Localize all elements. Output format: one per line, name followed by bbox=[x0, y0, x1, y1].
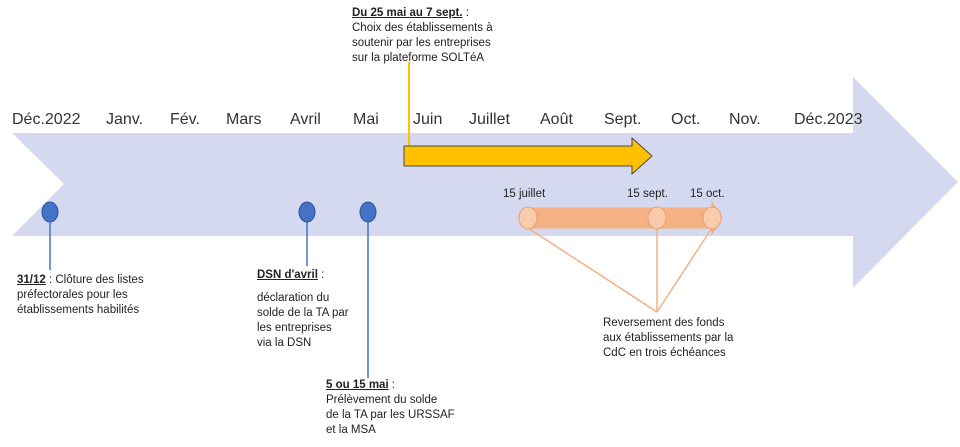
milestone-mai-line2: de la TA par les URSSAF bbox=[326, 409, 455, 421]
month-label-oct: Oct. bbox=[671, 111, 701, 128]
month-label-juin: Juin bbox=[413, 111, 443, 128]
payment-line-3 bbox=[656, 227, 713, 313]
milestone-avril-sep: : bbox=[317, 269, 325, 281]
month-label-aout: Août bbox=[540, 111, 573, 128]
campaign-line3: sur la plateforme SOLTéA bbox=[352, 52, 485, 64]
milestone-avril-line1: déclaration du bbox=[257, 292, 330, 304]
campaign-arrow bbox=[403, 136, 653, 176]
milestone-dec-line2: établissements habilités bbox=[17, 304, 140, 316]
month-label-avril: Avril bbox=[290, 111, 321, 128]
milestone-avril-line3: les entreprises bbox=[257, 322, 332, 334]
payment-date-oct: 15 oct. bbox=[690, 188, 725, 200]
month-label-janv: Janv. bbox=[106, 111, 144, 128]
month-label-dec2023: Déc.2023 bbox=[794, 111, 863, 128]
campaign-sep: : bbox=[462, 7, 469, 19]
payment-line3: CdC en trois échéances bbox=[603, 347, 726, 359]
payment-date-juillet: 15 juillet bbox=[503, 188, 546, 200]
campaign-line1: Choix des établissements à bbox=[352, 22, 493, 34]
payment-dot-oct bbox=[702, 206, 722, 230]
milestone-avril-head: DSN d'avril bbox=[257, 269, 318, 281]
milestone-avril-line2: solde de la TA par bbox=[257, 307, 349, 319]
month-label-fev: Fév. bbox=[170, 111, 200, 128]
timeline-band-arrow bbox=[12, 77, 958, 288]
month-label-mars: Mars bbox=[226, 111, 262, 128]
campaign-note: Du 25 mai au 7 sept. : Choix des établis… bbox=[352, 6, 562, 66]
milestone-dec-line1: préfectorales pour les bbox=[17, 289, 128, 301]
milestone-note-dec: 31/12 : Clôture des listes préfectorales… bbox=[17, 273, 197, 318]
month-label-sept: Sept. bbox=[604, 111, 642, 128]
payment-dot-juillet bbox=[518, 206, 538, 230]
payment-date-sept: 15 sept. bbox=[627, 188, 668, 200]
month-label-dec2022: Déc.2022 bbox=[12, 111, 81, 128]
milestone-note-avril: DSN d'avril : déclaration du solde de la… bbox=[257, 268, 387, 351]
campaign-head: Du 25 mai au 7 sept. bbox=[352, 7, 463, 19]
milestone-avril-line4: via la DSN bbox=[257, 337, 312, 349]
milestone-mai-line1: Prélèvement du solde bbox=[326, 394, 438, 406]
payment-line-1 bbox=[527, 227, 658, 313]
month-label-juillet: Juillet bbox=[469, 111, 510, 128]
milestone-mai-line3: et la MSA bbox=[326, 424, 376, 436]
milestone-note-mai: 5 ou 15 mai : Prélèvement du solde de la… bbox=[326, 378, 496, 438]
month-label-mai: Mai bbox=[353, 111, 379, 128]
milestone-dec-head: 31/12 bbox=[17, 274, 46, 286]
payment-dot-sept bbox=[647, 206, 667, 230]
payment-line2: aux établissements par la bbox=[603, 332, 734, 344]
milestone-dec-sep: : Clôture des listes bbox=[45, 274, 144, 286]
payment-line1: Reversement des fonds bbox=[603, 317, 725, 329]
milestone-mai-head: 5 ou 15 mai bbox=[326, 379, 389, 391]
payment-note: Reversement des fonds aux établissements… bbox=[603, 316, 783, 361]
month-label-nov: Nov. bbox=[729, 111, 761, 128]
campaign-line2: soutenir par les entreprises bbox=[352, 37, 491, 49]
milestone-dot-avril bbox=[298, 201, 316, 223]
milestone-dot-mai bbox=[359, 201, 377, 223]
milestone-mai-sep: : bbox=[388, 379, 396, 391]
milestone-dot-dec bbox=[41, 201, 59, 223]
